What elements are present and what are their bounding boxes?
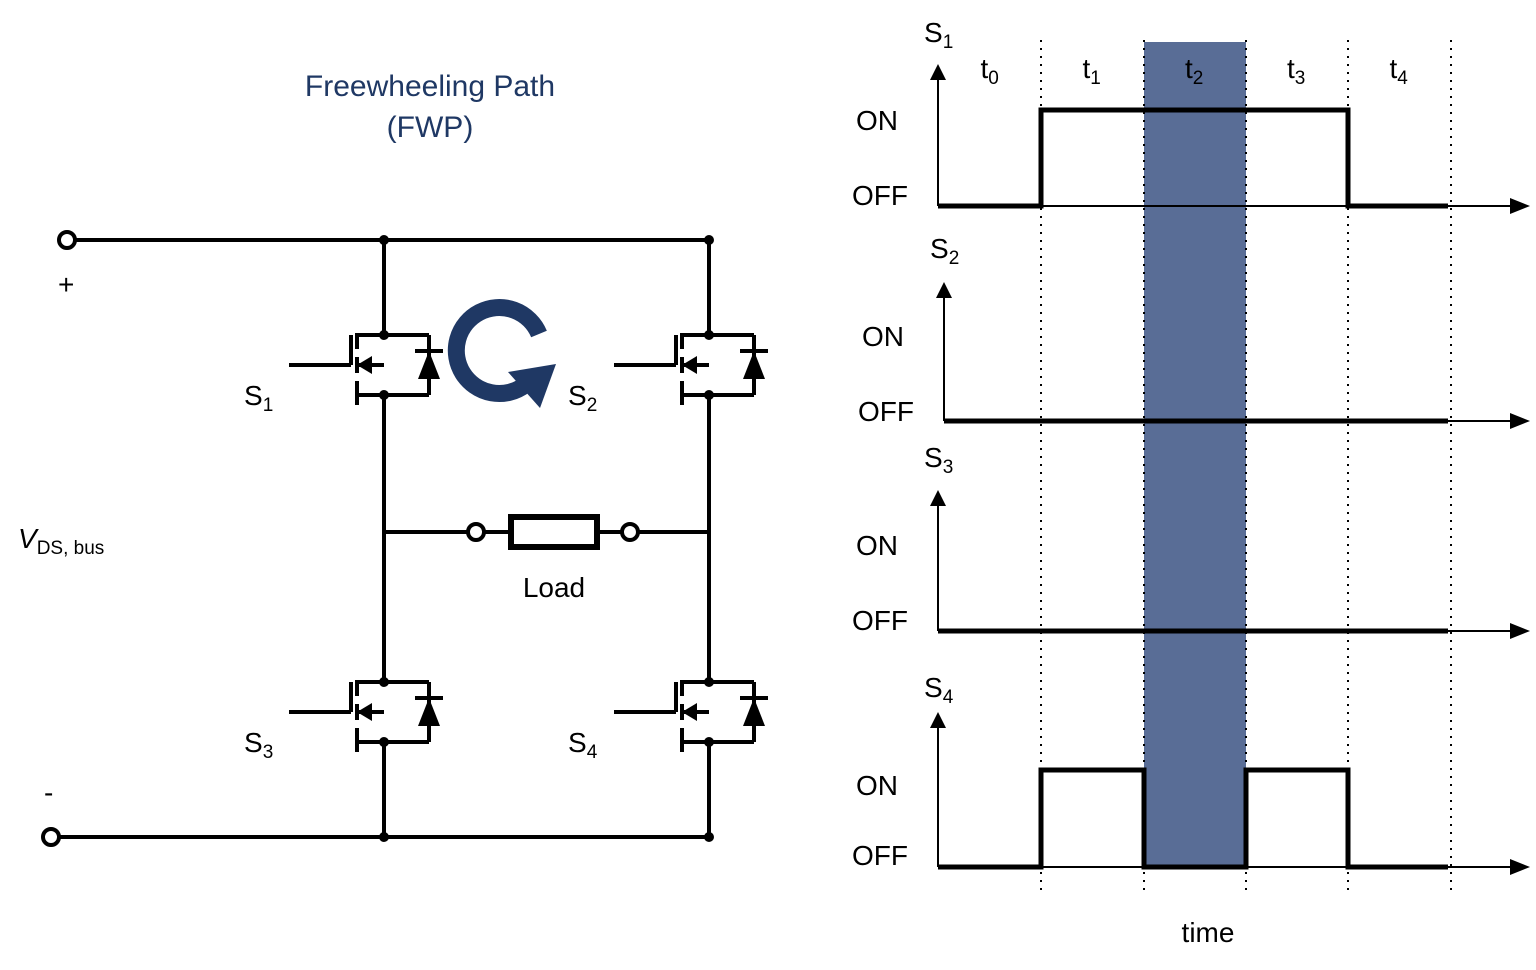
off-level-label: OFF (852, 180, 908, 211)
junction-dot (379, 235, 389, 245)
y-axis-arrow-icon (930, 64, 946, 80)
time-axis-arrow-icon (1510, 623, 1530, 639)
on-level-label: ON (856, 530, 898, 561)
junction-dot (704, 832, 714, 842)
junction-dot (379, 832, 389, 842)
minus-label: - (44, 777, 53, 808)
load-terminal-left (466, 522, 486, 542)
on-level-label: ON (856, 105, 898, 136)
time-axis-arrow-icon (1510, 859, 1530, 875)
switch-label-s3: S3 (244, 727, 273, 763)
mosfet-s3 (287, 650, 445, 774)
mosfet-s2 (612, 303, 770, 427)
signal-name-s2: S2 (930, 233, 959, 269)
signal-name-s4: S4 (924, 672, 954, 708)
mosfet-s4 (612, 650, 770, 774)
off-level-label: OFF (852, 605, 908, 636)
y-axis-arrow-icon (930, 712, 946, 728)
switch-label-s1: S1 (244, 380, 273, 416)
vbus-label: VDS, bus (18, 523, 104, 559)
circulation-arrow-icon (447, 299, 556, 408)
interval-label-t1: t1 (1083, 53, 1101, 89)
load-resistor (508, 514, 600, 550)
plus-terminal (57, 230, 77, 250)
y-axis-arrow-icon (930, 490, 946, 506)
load-terminal-right (620, 522, 640, 542)
waveform-s4 (938, 767, 1448, 870)
minus-terminal (41, 827, 61, 847)
interval-label-t0: t0 (981, 53, 999, 89)
h-bridge-circuit: Freewheeling Path (FWP) + - VDS, bus L (18, 70, 770, 847)
signal-name-s1: S1 (924, 17, 953, 53)
vbus-symbol: V (18, 523, 39, 554)
mosfet-s1 (287, 303, 445, 427)
off-level-label: OFF (852, 840, 908, 871)
interval-label-t3: t3 (1287, 53, 1305, 89)
circuit-title-line1: Freewheeling Path (305, 70, 555, 103)
vbus-subscript: DS, bus (37, 538, 105, 559)
interval-label-t2: t2 (1185, 53, 1203, 89)
switch-label-s4: S4 (568, 727, 598, 763)
time-axis-arrow-icon (1510, 413, 1530, 429)
off-level-label: OFF (858, 396, 914, 427)
circuit-title-line2: (FWP) (387, 111, 474, 144)
load-label: Load (523, 572, 585, 603)
y-axis-arrow-icon (936, 282, 952, 298)
waveform-s1 (938, 107, 1448, 209)
time-axis-label: time (1182, 917, 1235, 948)
junction-dot (704, 235, 714, 245)
plus-label: + (58, 269, 74, 300)
on-level-label: ON (856, 770, 898, 801)
interval-label-t4: t4 (1390, 53, 1409, 89)
switch-label-s2: S2 (568, 380, 597, 416)
on-level-label: ON (862, 321, 904, 352)
signal-name-s3: S3 (924, 442, 953, 478)
interval-gridlines (1040, 40, 1452, 895)
time-axis-arrow-icon (1510, 198, 1530, 214)
interval-labels: t0 t1 t2 t3 t4 (981, 53, 1409, 89)
highlight-interval-band (1144, 42, 1246, 868)
